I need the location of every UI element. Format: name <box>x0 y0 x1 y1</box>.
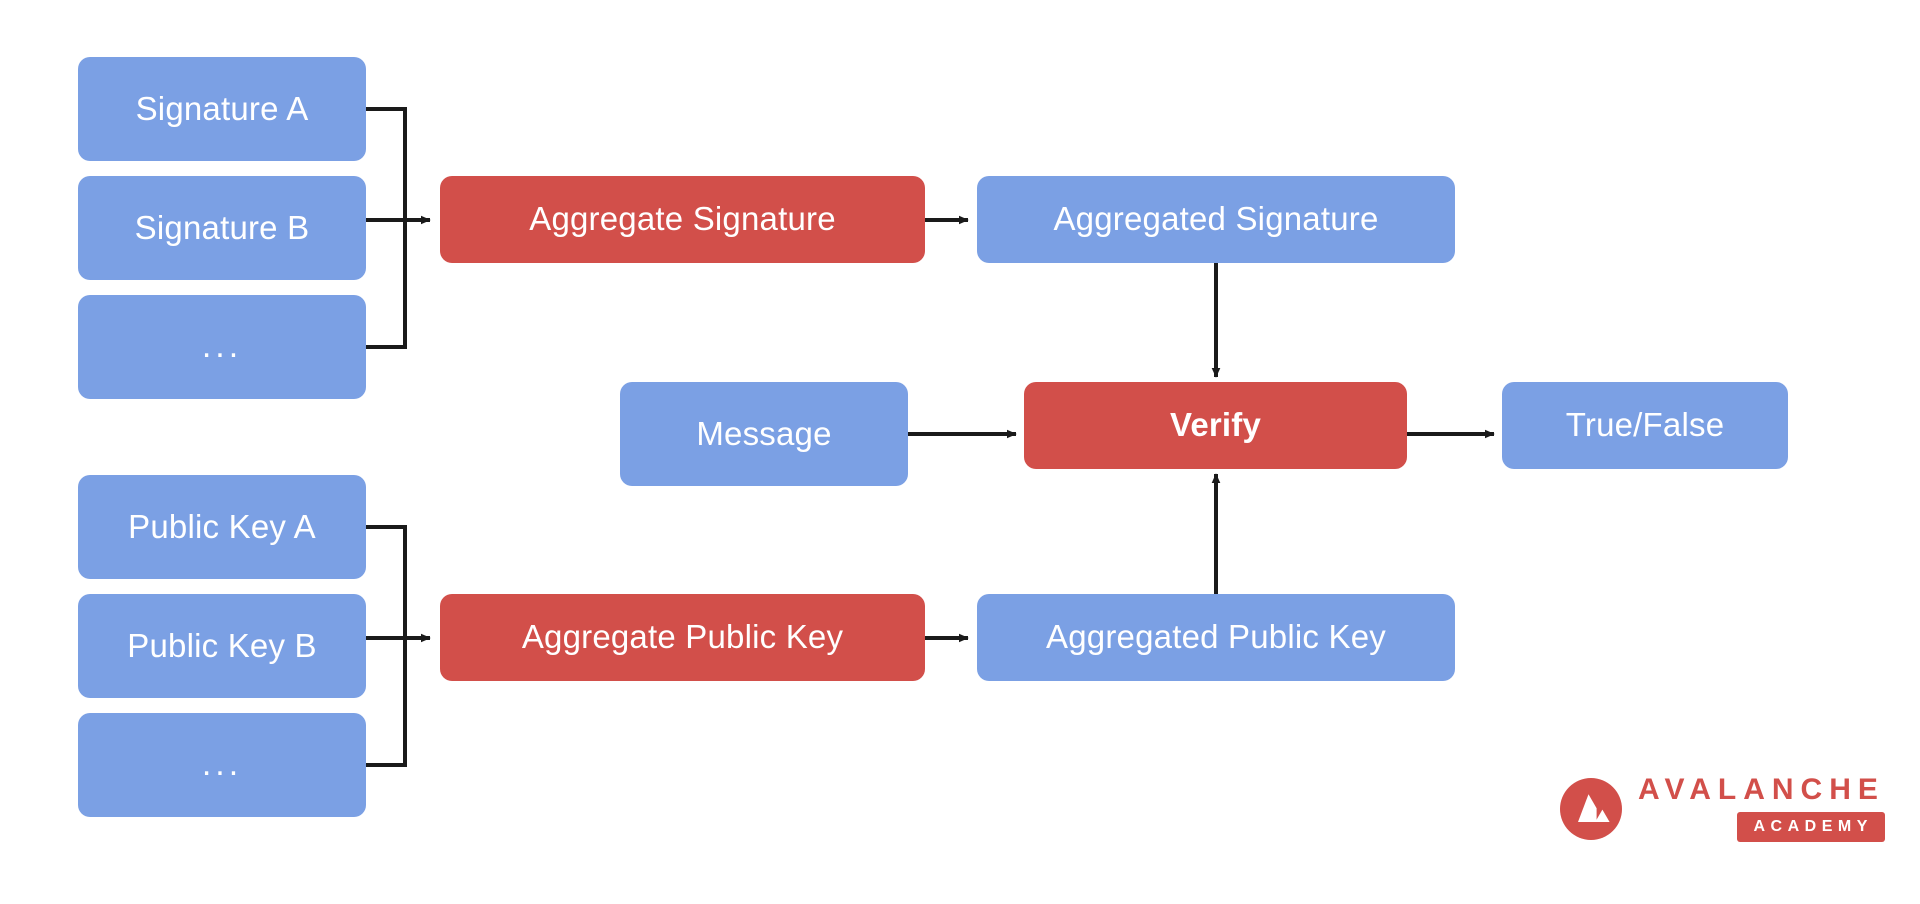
node-aggregated-signature[interactable]: Aggregated Signature <box>977 176 1455 263</box>
node-label: Aggregate Public Key <box>521 618 844 656</box>
node-verify[interactable]: Verify <box>1024 382 1407 469</box>
node-label: Aggregated Signature <box>1053 200 1379 238</box>
logo-text-group: AVALANCHE ACADEMY <box>1638 775 1885 842</box>
node-aggregate-public-key[interactable]: Aggregate Public Key <box>440 594 925 681</box>
node-label: True/False <box>1565 406 1725 444</box>
avalanche-triangle-icon <box>1560 777 1622 840</box>
node-label: Signature B <box>134 208 310 246</box>
node-public-key-a[interactable]: Public Key A <box>78 475 366 579</box>
avalanche-academy-logo: AVALANCHE ACADEMY <box>1560 775 1885 842</box>
node-message[interactable]: Message <box>620 382 908 486</box>
node-label: Signature A <box>135 89 309 127</box>
node-label: Aggregated Public Key <box>1046 618 1386 656</box>
node-public-key-b[interactable]: Public Key B <box>78 594 366 698</box>
node-aggregated-public-key[interactable]: Aggregated Public Key <box>977 594 1455 681</box>
node-signature-b[interactable]: Signature B <box>78 176 366 280</box>
node-label: ... <box>201 327 243 366</box>
node-label: ... <box>201 745 243 784</box>
edge-public-keys-bus <box>366 525 407 767</box>
node-label: Public Key A <box>128 507 316 545</box>
node-true-false[interactable]: True/False <box>1502 382 1788 469</box>
logo-wordmark: AVALANCHE <box>1638 773 1885 806</box>
node-aggregate-signature[interactable]: Aggregate Signature <box>440 176 925 263</box>
node-label: Message <box>696 414 832 452</box>
node-signature-more[interactable]: ... <box>78 295 366 399</box>
edge-signatures-bus <box>366 107 407 349</box>
node-label: Verify <box>1169 406 1262 444</box>
node-label: Public Key B <box>127 626 317 664</box>
logo-sublabel: ACADEMY <box>1736 812 1885 842</box>
node-signature-a[interactable]: Signature A <box>78 57 366 161</box>
node-label: Aggregate Signature <box>529 200 836 238</box>
avalanche-mark-svg <box>1578 793 1610 822</box>
node-public-key-more[interactable]: ... <box>78 713 366 817</box>
